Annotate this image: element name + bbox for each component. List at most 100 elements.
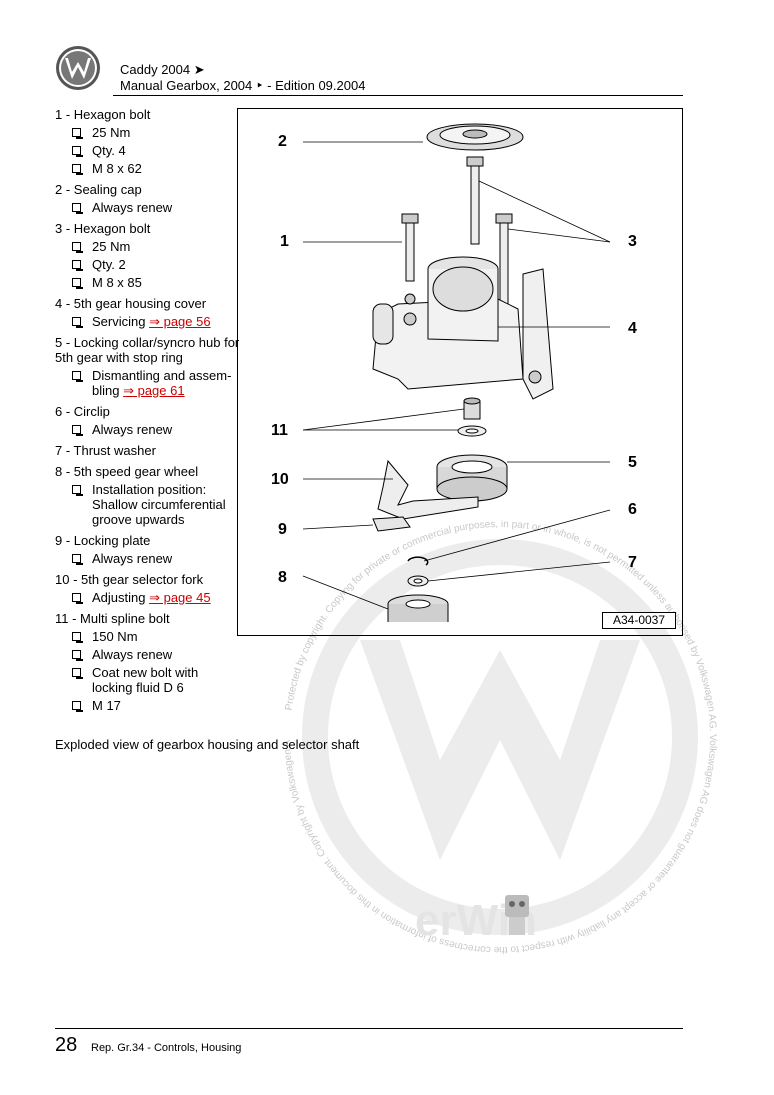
part-title: 7 - Thrust washer (55, 443, 156, 458)
part-detail: 25 Nm (55, 125, 240, 140)
page-reference-link[interactable]: ⇒ page 61 (123, 383, 185, 398)
checkbox-bullet-icon (72, 632, 83, 643)
callout-7: 7 (628, 554, 637, 571)
part-detail-text: Always renew (92, 422, 173, 437)
part-title: 5 - Locking collar/syncro hub for 5th ge… (55, 335, 240, 365)
part-detail: Always renew (55, 422, 240, 437)
part-entry: 1 - Hexagon bolt 25 Nm Qty. 4 M 8 x 62 (55, 107, 240, 176)
header-rule (113, 95, 683, 96)
checkbox-bullet-icon (72, 593, 83, 604)
part-detail-text: Always renew (92, 200, 173, 215)
part-title: 8 - 5th speed gear wheel (55, 464, 199, 479)
checkbox-bullet-icon (72, 317, 83, 328)
page-number: 28 (55, 1034, 78, 1056)
checkbox-bullet-icon (72, 278, 83, 289)
callout-10: 10 (271, 471, 289, 488)
page-reference-link[interactable]: ⇒ page 56 (149, 314, 211, 329)
checkbox-bullet-icon (72, 371, 83, 382)
part-detail: Always renew (55, 647, 240, 662)
checkbox-bullet-icon (72, 650, 83, 661)
checkbox-bullet-icon (72, 485, 83, 496)
erwin-mascot-icon (505, 895, 529, 935)
part-detail-text: 150 Nm (92, 629, 138, 644)
part-title: 9 - Locking plate (55, 533, 151, 548)
callout-9: 9 (278, 521, 287, 538)
part-entry: 5 - Locking collar/syncro hub for 5th ge… (55, 335, 240, 398)
part-detail-text: M 8 x 85 (92, 275, 142, 290)
checkbox-bullet-icon (72, 425, 83, 436)
part-title: 4 - 5th gear housing cover (55, 296, 207, 311)
part-title: 1 - Hexagon bolt (55, 107, 151, 122)
part-detail: Dismantling and assem-bling ⇒ page 61 (55, 368, 240, 398)
checkbox-bullet-icon (72, 146, 83, 157)
checkbox-bullet-icon (72, 554, 83, 565)
part-detail-text: 25 Nm (92, 125, 131, 140)
vw-logo-icon (56, 46, 100, 90)
part-entry: 11 - Multi spline bolt 150 Nm Always renew… (55, 611, 240, 713)
part-title: 3 - Hexagon bolt (55, 221, 151, 236)
figure-code: A34-0037 (602, 612, 676, 629)
callout-5: 5 (628, 454, 637, 471)
parts-list: 1 - Hexagon bolt 25 Nm Qty. 4 M 8 x 62 2 - S… (55, 107, 240, 719)
part-detail: M 17 (55, 698, 240, 713)
part-detail: Always renew (55, 551, 240, 566)
part-detail-text: M 17 (92, 698, 121, 713)
checkbox-bullet-icon (72, 203, 83, 214)
part-detail-text: Qty. 2 (92, 257, 126, 272)
footer-rule (55, 1028, 683, 1029)
document-title: Caddy 2004 ➤ (120, 62, 205, 77)
part-detail: Qty. 4 (55, 143, 240, 158)
part-detail-text: Always renew (92, 647, 173, 662)
part-detail-text: Coat new bolt with locking fluid D 6 (92, 665, 199, 695)
checkbox-bullet-icon (72, 701, 83, 712)
part-title: 11 - Multi spline bolt (55, 611, 170, 626)
callout-8: 8 (278, 569, 287, 586)
part-title: 2 - Sealing cap (55, 182, 142, 197)
part-detail-text: Adjusting (92, 590, 150, 605)
exploded-view-figure: 2 1 3 4 11 5 10 6 9 7 8 A34-0037 (237, 108, 683, 636)
part-entry: 3 - Hexagon bolt 25 Nm Qty. 2 M 8 x 85 (55, 221, 240, 290)
checkbox-bullet-icon (72, 242, 83, 253)
part-detail: 150 Nm (55, 629, 240, 644)
callout-2: 2 (278, 133, 287, 150)
part-detail: M 8 x 62 (55, 161, 240, 176)
part-detail: Always renew (55, 200, 240, 215)
part-detail: Adjusting ⇒ page 45 (55, 590, 240, 605)
document-subtitle: Manual Gearbox, 2004 ‣ - Edition 09.2004 (120, 78, 366, 93)
part-title: 6 - Circlip (55, 404, 110, 419)
part-detail-text: Installation position: Shallow circumfer… (92, 482, 226, 527)
part-detail-text: Servicing (92, 314, 150, 329)
checkbox-bullet-icon (72, 260, 83, 271)
part-detail: Installation position: Shallow circumfer… (55, 482, 240, 527)
part-detail: M 8 x 85 (55, 275, 240, 290)
checkbox-bullet-icon (72, 164, 83, 175)
checkbox-bullet-icon (72, 128, 83, 139)
checkbox-bullet-icon (72, 668, 83, 679)
callout-6: 6 (628, 501, 637, 518)
callout-3: 3 (628, 233, 637, 250)
part-detail-text: Dismantling and assem-bling (92, 368, 232, 398)
figure-caption: Exploded view of gearbox housing and sel… (55, 737, 360, 752)
part-detail-text: 25 Nm (92, 239, 131, 254)
part-detail-text: Qty. 4 (92, 143, 126, 158)
callout-1: 1 (280, 233, 289, 250)
callout-11: 11 (271, 422, 288, 439)
part-detail: 25 Nm (55, 239, 240, 254)
part-entry: 7 - Thrust washer (55, 443, 240, 458)
part-detail-text: M 8 x 62 (92, 161, 142, 176)
part-detail: Coat new bolt with locking fluid D 6 (55, 665, 240, 695)
exploded-view-drawing (302, 123, 611, 622)
page-reference-link[interactable]: ⇒ page 45 (149, 590, 211, 605)
part-title: 10 - 5th gear selector fork (55, 572, 204, 587)
part-detail-text: Always renew (92, 551, 173, 566)
part-detail: Qty. 2 (55, 257, 240, 272)
footer-text: Rep. Gr.34 - Controls, Housing (91, 1042, 242, 1054)
part-detail: Servicing ⇒ page 56 (55, 314, 240, 329)
callout-4: 4 (628, 320, 637, 337)
